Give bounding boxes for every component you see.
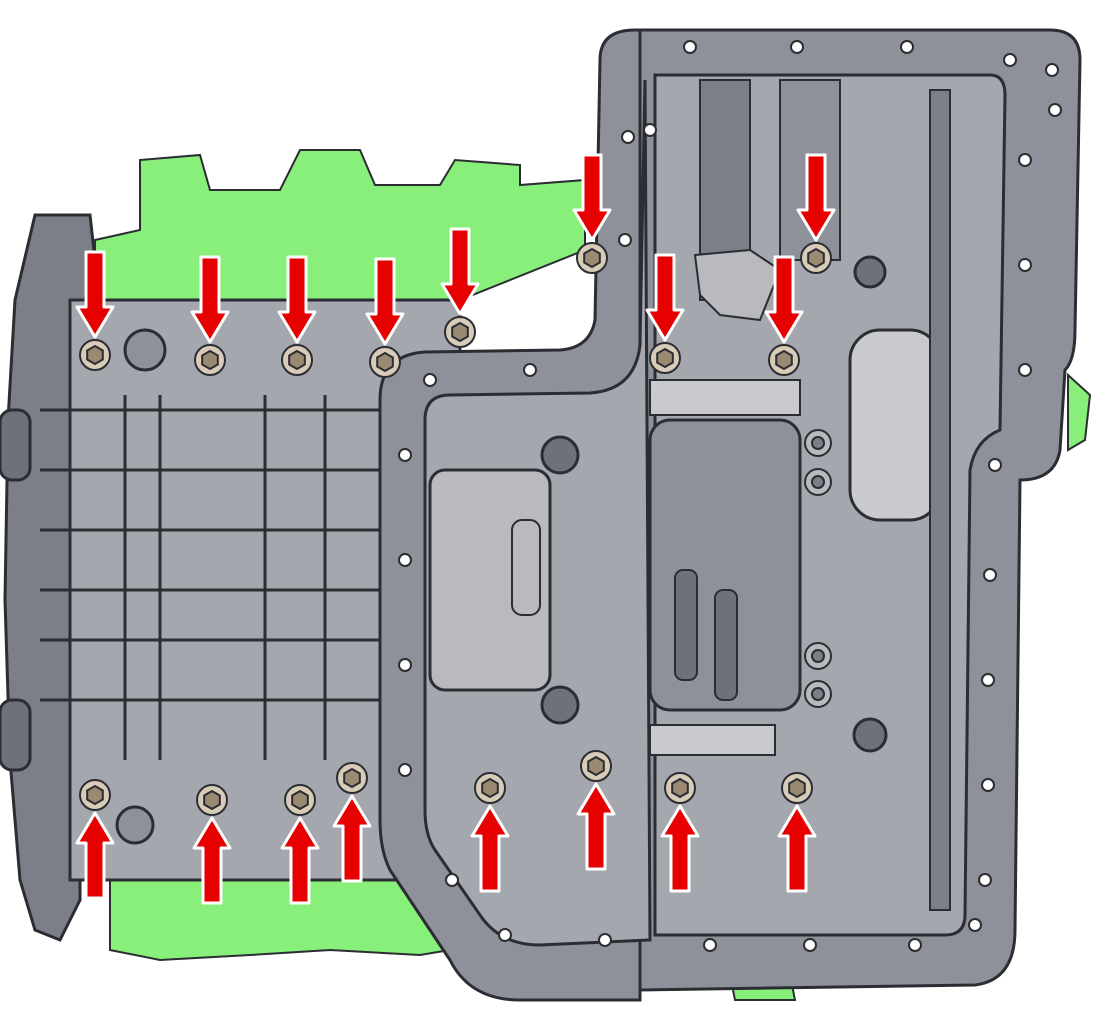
arrow-up-icon xyxy=(280,816,320,905)
hex-bolt-icon xyxy=(336,762,368,794)
hex-bolt-icon xyxy=(781,772,813,804)
gasket-hole xyxy=(1018,363,1032,377)
gasket-hole xyxy=(988,458,1002,472)
locating-pin-2 xyxy=(540,685,580,725)
washer-inner xyxy=(811,475,825,489)
upper-oil-passage xyxy=(848,328,942,522)
locating-pin-1 xyxy=(540,435,580,475)
engine-side-tab-green xyxy=(1067,372,1092,452)
gasket-hole xyxy=(423,373,437,387)
locating-pin-4 xyxy=(852,717,888,753)
gasket-hole xyxy=(398,658,412,672)
gasket-hole xyxy=(445,873,459,887)
arrow-down-icon xyxy=(365,257,405,346)
arrow-down-icon xyxy=(190,255,230,344)
gasket-hole xyxy=(598,933,612,947)
left-rod xyxy=(511,519,541,616)
hex-bolt-icon xyxy=(649,342,681,374)
block-left-bulge-1 xyxy=(0,408,32,482)
gasket-hole xyxy=(981,778,995,792)
block-boss xyxy=(123,328,167,372)
washer-inner xyxy=(811,436,825,450)
gasket-hole xyxy=(983,568,997,582)
gasket-hole xyxy=(398,448,412,462)
arrow-down-icon xyxy=(764,255,804,344)
bolts-layer xyxy=(79,242,832,816)
washer-inner xyxy=(811,687,825,701)
arrow-up-icon xyxy=(75,811,115,900)
gasket-hole xyxy=(398,763,412,777)
gasket-hole xyxy=(643,123,657,137)
center-rod-right xyxy=(714,589,738,701)
arrow-down-icon xyxy=(440,227,480,316)
arrow-up-icon xyxy=(192,816,232,905)
gasket-hole xyxy=(703,938,717,952)
hex-bolt-icon xyxy=(576,242,608,274)
arrow-up-icon xyxy=(777,804,817,893)
hex-bolt-icon xyxy=(79,339,111,371)
gasket-hole xyxy=(1018,153,1032,167)
small-washers xyxy=(804,429,832,708)
hex-bolt-icon xyxy=(580,750,612,782)
oil-pan-gasket xyxy=(378,28,1062,1002)
arrow-down-icon xyxy=(796,153,836,242)
gasket-hole xyxy=(683,40,697,54)
right-vertical-rib xyxy=(929,89,951,911)
gasket-bracket xyxy=(693,248,782,322)
arrow-up-icon xyxy=(576,782,616,871)
hex-bolt-icon xyxy=(768,344,800,376)
gasket-hole xyxy=(968,918,982,932)
hex-bolt-icon xyxy=(800,242,832,274)
gasket-hole xyxy=(498,928,512,942)
hex-bolt-icon xyxy=(281,344,313,376)
block-boss-lower xyxy=(115,805,155,845)
gasket-hole xyxy=(621,130,635,144)
hex-bolt-icon xyxy=(196,784,228,816)
arrow-up-icon xyxy=(332,794,372,883)
arrow-down-icon xyxy=(572,153,612,242)
arrows-layer xyxy=(75,153,836,905)
gasket-hole xyxy=(978,873,992,887)
pan-bar-bottom xyxy=(649,724,776,756)
gasket-hole xyxy=(900,40,914,54)
gasket-holes xyxy=(398,40,1062,952)
gasket-hole xyxy=(981,673,995,687)
gasket-hole xyxy=(1018,258,1032,272)
hex-bolt-icon xyxy=(369,346,401,378)
washer-inner xyxy=(811,649,825,663)
locating-pin-3 xyxy=(853,255,887,289)
arrow-down-icon xyxy=(75,250,115,339)
gasket-hole xyxy=(618,233,632,247)
gasket-hole xyxy=(523,363,537,377)
arrow-up-icon xyxy=(470,804,510,893)
arrow-up-icon xyxy=(660,804,700,893)
hex-bolt-icon xyxy=(284,784,316,816)
hex-bolt-icon xyxy=(194,344,226,376)
hex-bolt-icon xyxy=(474,772,506,804)
gasket-hole xyxy=(398,553,412,567)
gasket-hole xyxy=(1045,63,1059,77)
gasket-hole xyxy=(908,938,922,952)
block-left-bulge-2 xyxy=(0,698,32,772)
gasket-hole xyxy=(790,40,804,54)
block-ribs xyxy=(40,395,385,760)
gasket-hole xyxy=(1003,53,1017,67)
arrow-down-icon xyxy=(645,253,685,342)
hex-bolt-icon xyxy=(664,772,696,804)
gasket-hole xyxy=(803,938,817,952)
hex-bolt-icon xyxy=(79,779,111,811)
center-rod-left xyxy=(674,569,698,681)
arrow-down-icon xyxy=(277,255,317,344)
gasket-hole xyxy=(1048,103,1062,117)
pan-bar-top xyxy=(649,379,801,416)
hex-bolt-icon xyxy=(444,316,476,348)
